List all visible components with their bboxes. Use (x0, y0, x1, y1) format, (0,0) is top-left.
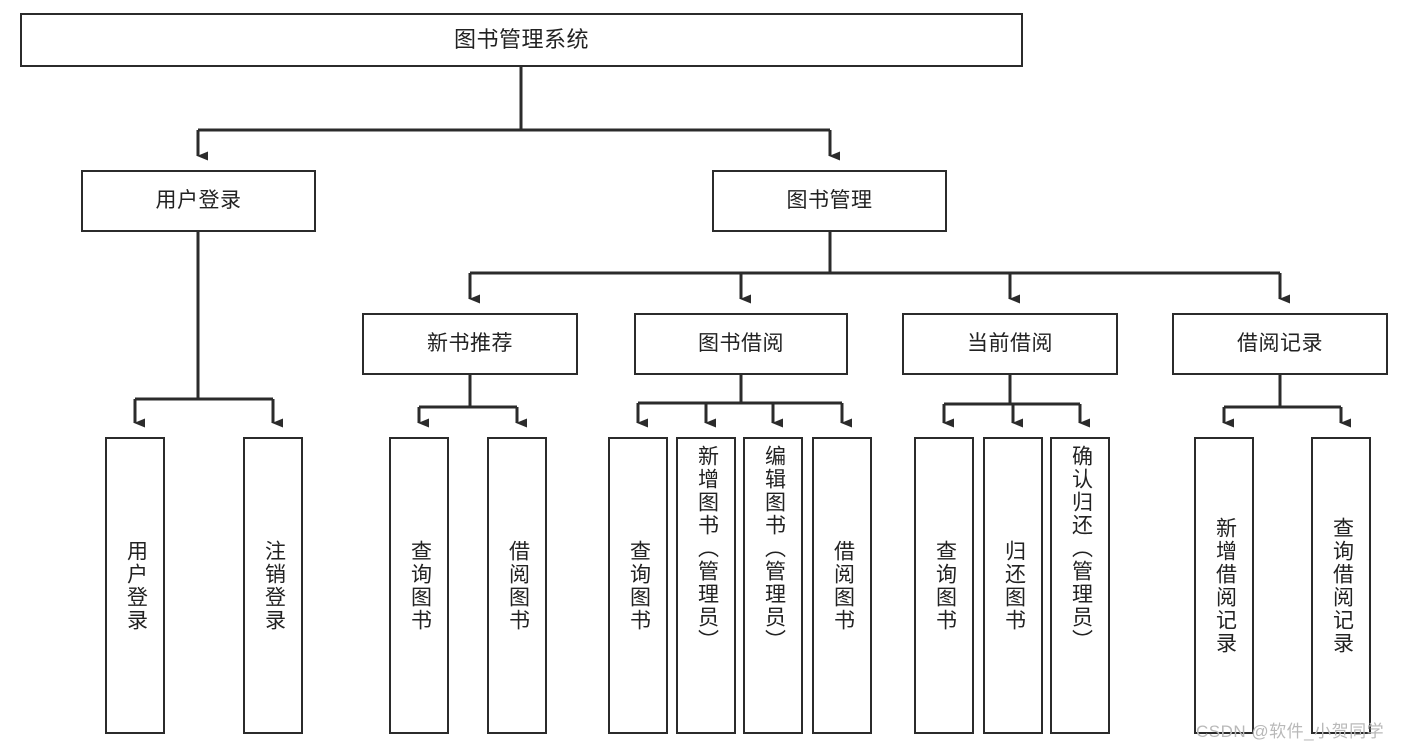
node-leaf-add-record-label: 新增借阅记录 (1213, 516, 1237, 655)
node-root-label: 图书管理系统 (453, 26, 589, 52)
edge-group-user-login (133, 232, 283, 428)
node-leaf-query-book-1[interactable]: 查询图书 (389, 437, 449, 734)
node-book-borrow[interactable]: 图书借阅 (634, 313, 848, 375)
node-leaf-return-book-label: 归还图书 (1002, 539, 1026, 632)
node-user-login-label: 用户登录 (155, 189, 242, 213)
node-leaf-borrow-book-2-label: 借阅图书 (831, 539, 855, 632)
node-leaf-add-record[interactable]: 新增借阅记录 (1194, 437, 1254, 734)
node-new-book-rec-label: 新书推荐 (427, 332, 513, 356)
node-leaf-logout[interactable]: 注销登录 (243, 437, 303, 734)
node-book-borrow-label: 图书借阅 (698, 332, 784, 356)
node-leaf-query-book-3[interactable]: 查询图书 (914, 437, 974, 734)
node-leaf-query-book-3-label: 查询图书 (933, 539, 957, 632)
node-root[interactable]: 图书管理系统 (20, 13, 1023, 67)
node-new-book-rec[interactable]: 新书推荐 (362, 313, 578, 375)
node-leaf-query-record[interactable]: 查询借阅记录 (1311, 437, 1371, 734)
node-leaf-edit-book[interactable]: 编辑图书（管理员） (743, 437, 803, 734)
node-current-borrow[interactable]: 当前借阅 (902, 313, 1118, 375)
node-leaf-edit-book-label: 编辑图书（管理员） (762, 445, 786, 652)
node-user-login[interactable]: 用户登录 (81, 170, 316, 232)
watermark: CSDN @软件_小贺同学 (1196, 722, 1385, 741)
node-leaf-user-login-label: 用户登录 (124, 539, 148, 632)
edge-group-root (196, 67, 840, 161)
node-book-manage[interactable]: 图书管理 (712, 170, 947, 232)
node-leaf-borrow-book-2[interactable]: 借阅图书 (812, 437, 872, 734)
node-leaf-confirm-return-label: 确认归还（管理员） (1069, 445, 1093, 652)
node-leaf-query-book-1-label: 查询图书 (408, 539, 432, 632)
node-leaf-borrow-book-1-label: 借阅图书 (506, 539, 530, 632)
node-book-manage-label: 图书管理 (786, 189, 873, 213)
node-borrow-record-label: 借阅记录 (1237, 332, 1323, 356)
node-leaf-query-record-label: 查询借阅记录 (1330, 516, 1354, 655)
edge-group-borrow-record (1222, 375, 1351, 428)
node-leaf-return-book[interactable]: 归还图书 (983, 437, 1043, 734)
edge-group-book-manage (468, 232, 1290, 304)
edge-group-book-borrow (636, 375, 852, 428)
node-leaf-add-book-label: 新增图书（管理员） (695, 445, 719, 652)
node-borrow-record[interactable]: 借阅记录 (1172, 313, 1388, 375)
node-leaf-borrow-book-1[interactable]: 借阅图书 (487, 437, 547, 734)
edge-group-current-borrow (942, 375, 1090, 428)
node-current-borrow-label: 当前借阅 (967, 332, 1053, 356)
edge-group-new-book-rec (417, 375, 527, 428)
node-leaf-user-login[interactable]: 用户登录 (105, 437, 165, 734)
node-leaf-logout-label: 注销登录 (262, 539, 286, 632)
node-leaf-confirm-return[interactable]: 确认归还（管理员） (1050, 437, 1110, 734)
node-leaf-query-book-2[interactable]: 查询图书 (608, 437, 668, 734)
node-leaf-query-book-2-label: 查询图书 (627, 539, 651, 632)
node-leaf-add-book[interactable]: 新增图书（管理员） (676, 437, 736, 734)
